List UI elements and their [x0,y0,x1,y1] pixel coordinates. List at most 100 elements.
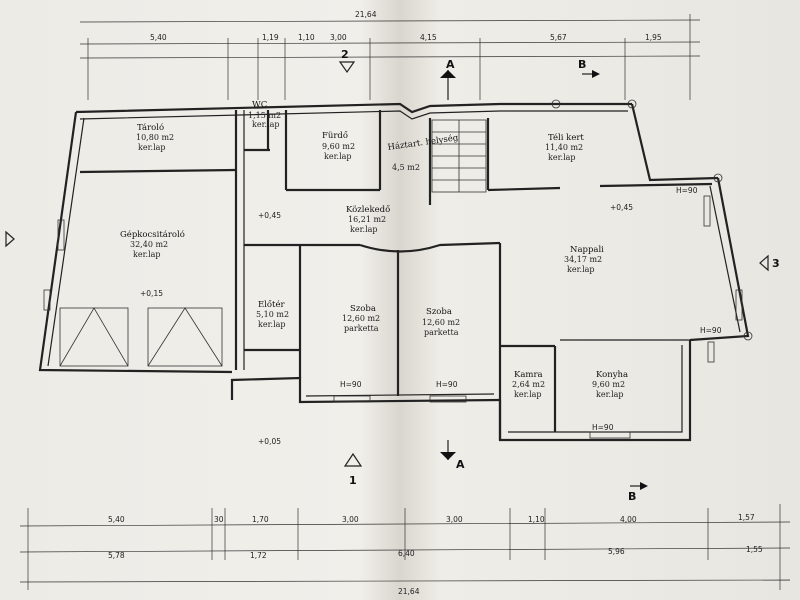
svg-text:B: B [628,490,636,503]
svg-text:ker.lap: ker.lap [133,250,161,259]
svg-text:B: B [578,58,586,71]
svg-text:Közlekedő: Közlekedő [346,204,390,215]
svg-text:Előtér: Előtér [258,299,285,310]
svg-text:+0,15: +0,15 [140,289,163,298]
section-marker-b-top: B [578,58,600,78]
room-label-eloter: Előtér 5,10 m2 ker.lap [256,299,289,329]
svg-text:Háztart. helység: Háztart. helység [387,132,460,153]
section-marker-a-top: A [440,58,456,100]
room-label-konyha: Konyha 9,60 m2 ker.lap [592,370,628,399]
outer-walls [38,102,750,442]
bottom-dim-row2-1: 5,78 [108,551,125,560]
svg-text:Szoba: Szoba [426,307,452,317]
svg-text:2: 2 [341,48,349,61]
svg-text:Tároló: Tároló [137,122,164,133]
bottom-dim-6: 1,10 [528,515,545,524]
svg-text:ker.lap: ker.lap [596,390,624,399]
svg-text:12,60 m2: 12,60 m2 [342,314,380,323]
bottom-dim-5: 3,00 [446,515,463,524]
svg-text:32,40 m2: 32,40 m2 [130,240,168,249]
room-label-haztart: Háztart. helység 4,5 m2 [387,132,460,172]
view-marker-1: 1 [343,452,363,487]
svg-text:Konyha: Konyha [596,370,628,380]
svg-text:Téli kert: Téli kert [548,132,584,143]
svg-text:9,60 m2: 9,60 m2 [322,142,355,151]
section-marker-b-bottom: B [628,482,648,503]
room-label-nappali: Nappali 34,17 m2 ker.lap [564,245,604,274]
top-dim-2: 1,19 [262,33,279,42]
svg-text:ker.lap: ker.lap [252,120,280,129]
svg-text:ker.lap: ker.lap [138,143,166,152]
svg-text:5,10 m2: 5,10 m2 [256,310,289,319]
bottom-dim-row2-3: 6,40 [398,549,415,558]
bottom-dim-1: 5,40 [108,515,125,524]
room-label-szoba-1: Szoba 12,60 m2 parketta [342,304,380,333]
room-label-szoba-2: Szoba 12,60 m2 parketta [422,307,460,337]
svg-text:ker.lap: ker.lap [514,390,542,399]
svg-text:16,21 m2: 16,21 m2 [348,215,386,224]
bottom-total-dim: 21,64 [398,587,420,596]
svg-text:9,60 m2: 9,60 m2 [592,380,625,389]
svg-text:A: A [446,58,455,71]
top-dim-5: 4,15 [420,33,437,42]
inner-walls [79,110,713,440]
room-label-furdo: Fürdő 9,60 m2 ker.lap [322,130,355,161]
svg-text:2,64 m2: 2,64 m2 [512,380,545,389]
svg-text:3: 3 [772,257,780,270]
bottom-dim-8: 1,57 [738,513,755,522]
svg-text:11,40 m2: 11,40 m2 [545,143,583,152]
top-dim-4: 3,00 [330,33,347,42]
bottom-dim-7: 4,00 [620,515,637,524]
svg-text:1,15 m2: 1,15 m2 [248,111,281,120]
svg-text:parketta: parketta [424,328,459,337]
svg-text:1: 1 [349,474,357,487]
top-total-dim: 21,64 [355,10,377,19]
svg-text:+0,45: +0,45 [610,203,633,212]
svg-text:ker.lap: ker.lap [324,152,352,161]
svg-text:Gépkocsitároló: Gépkocsitároló [120,229,185,240]
section-marker-a-bottom: A [440,440,465,471]
svg-text:34,17 m2: 34,17 m2 [564,255,602,264]
view-marker-left [5,230,15,248]
svg-text:parketta: parketta [344,324,379,333]
svg-text:10,80 m2: 10,80 m2 [136,133,174,142]
svg-text:4,5 m2: 4,5 m2 [392,163,420,172]
room-label-teli-kert: Téli kert 11,40 m2 ker.lap [545,132,584,162]
svg-text:+0,05: +0,05 [258,437,281,446]
svg-text:H=90: H=90 [592,423,614,432]
room-label-kamra: Kamra 2,64 m2 ker.lap [512,370,545,399]
svg-text:12,60 m2: 12,60 m2 [422,318,460,327]
top-dim-1: 5,40 [150,33,167,42]
svg-text:+0,45: +0,45 [258,211,281,220]
view-marker-3: 3 [759,254,780,272]
svg-text:H=90: H=90 [676,186,698,195]
room-label-gepkocsitarolo: Gépkocsitároló 32,40 m2 ker.lap [120,229,185,259]
svg-text:Nappali: Nappali [570,245,604,255]
top-dimension-chain: 21,64 5,40 1,19 1,10 3,00 4,15 5,67 1,95 [79,10,701,100]
svg-text:Kamra: Kamra [514,370,543,380]
bottom-dim-row2-5: 1,55 [746,545,763,554]
svg-text:H=90: H=90 [700,326,722,335]
svg-text:ker.lap: ker.lap [258,320,286,329]
svg-text:A: A [456,458,465,471]
svg-text:WC: WC [252,100,267,110]
svg-text:ker.lap: ker.lap [548,153,576,162]
garage-doors [59,307,223,367]
bottom-dim-2: 30 [214,515,224,524]
svg-text:H=90: H=90 [340,380,362,389]
svg-text:Szoba: Szoba [350,304,376,314]
level-notes: +0,15 +0,45 +0,45 +0,05 H=90 H=90 H=90 H… [140,186,722,446]
room-label-kozlekedo: Közlekedő 16,21 m2 ker.lap [346,204,390,234]
bottom-dim-4: 3,00 [342,515,359,524]
svg-text:H=90: H=90 [436,380,458,389]
windows [43,99,753,439]
room-label-tarolo: Tároló 10,80 m2 ker.lap [136,122,174,152]
view-marker-2: 2 [338,48,356,74]
bottom-dim-row2-2: 1,72 [250,551,267,560]
svg-text:ker.lap: ker.lap [567,265,595,274]
staircase [431,119,487,193]
top-dim-3: 1,10 [298,33,315,42]
top-dim-7: 1,95 [645,33,662,42]
svg-text:Fürdő: Fürdő [322,130,348,141]
